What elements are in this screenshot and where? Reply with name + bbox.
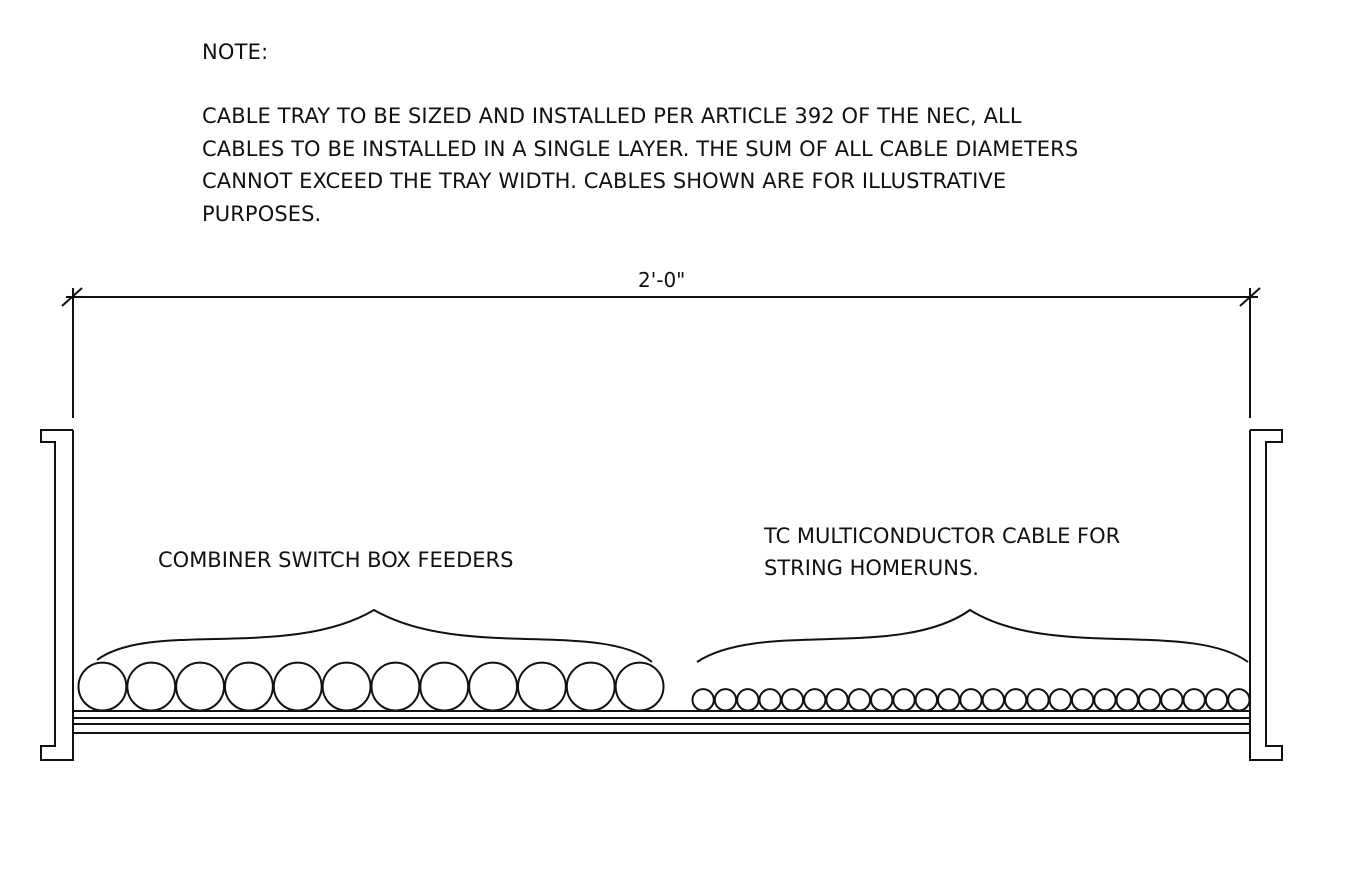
note-body: CABLE TRAY TO BE SIZED AND INSTALLED PER… (202, 100, 1202, 230)
dimension-tick-left (61, 287, 83, 307)
note-line: CABLE TRAY TO BE SIZED AND INSTALLED PER… (202, 104, 1022, 128)
small-cable-group (691, 688, 1251, 712)
combiner-feeders-label: COMBINER SWITCH BOX FEEDERS (158, 548, 514, 572)
small-cable-circle (691, 688, 715, 712)
large-cable-circle (77, 661, 128, 712)
small-cable-circle (825, 688, 849, 712)
brace-left (96, 608, 653, 663)
dimension-line (61, 287, 1261, 418)
note-line: CANNOT EXCEED THE TRAY WIDTH. CABLES SHO… (202, 169, 1007, 193)
large-cable-circle (126, 661, 177, 712)
large-cable-circle (175, 661, 225, 712)
tc-cable-label-line: TC MULTICONDUCTOR CABLE FOR (764, 524, 1121, 548)
small-cable-circle (758, 688, 782, 712)
note-line: CABLES TO BE INSTALLED IN A SINGLE LAYER… (202, 136, 1079, 161)
small-cable-circle (803, 688, 827, 712)
small-cable-circle (780, 688, 805, 712)
large-cable-circle (321, 661, 372, 712)
small-cable-circle (1093, 688, 1117, 712)
brace-right (696, 608, 1249, 663)
tc-cable-label-line: STRING HOMERUNS. (764, 556, 979, 580)
small-cable-circle (736, 688, 760, 712)
small-cable-circle (1182, 688, 1206, 712)
dimension-label: 2'-0" (638, 268, 686, 292)
small-cable-circle (892, 688, 916, 712)
small-cable-circle (937, 688, 961, 712)
note-title: NOTE: (202, 40, 269, 64)
small-cable-circle (981, 688, 1005, 712)
small-cable-circle (1204, 688, 1229, 712)
large-cable-circle (565, 661, 616, 712)
tray-side-rail-left (40, 429, 74, 761)
small-cable-circle (914, 688, 939, 712)
small-cable-circle (1115, 688, 1139, 712)
large-cable-circle (370, 661, 421, 712)
note-line: PURPOSES. (202, 201, 322, 226)
small-cable-circle (713, 688, 738, 712)
tray-side-rail-right (1249, 429, 1283, 761)
small-cable-circle (959, 688, 983, 712)
large-cable-circle (468, 661, 519, 712)
small-cable-circle (847, 688, 872, 712)
large-cable-circle (224, 661, 274, 712)
small-cable-circle (1160, 688, 1184, 712)
large-cable-circle (419, 661, 470, 712)
small-cable-circle (1048, 688, 1072, 712)
small-cable-circle (870, 688, 894, 712)
dimension-tick-right (1239, 287, 1261, 307)
large-cable-circle (517, 661, 567, 712)
tray-bottom (73, 710, 1250, 734)
large-cable-group (77, 661, 665, 712)
small-cable-circle (1137, 688, 1162, 712)
tc-cable-label: TC MULTICONDUCTOR CABLE FOR STRING HOMER… (764, 520, 1120, 584)
small-cable-circle (1227, 688, 1251, 712)
large-cable-circle (272, 661, 323, 712)
small-cable-circle (1070, 688, 1095, 712)
small-cable-circle (1026, 688, 1050, 712)
large-cable-circle (614, 661, 665, 712)
small-cable-circle (1003, 688, 1028, 712)
